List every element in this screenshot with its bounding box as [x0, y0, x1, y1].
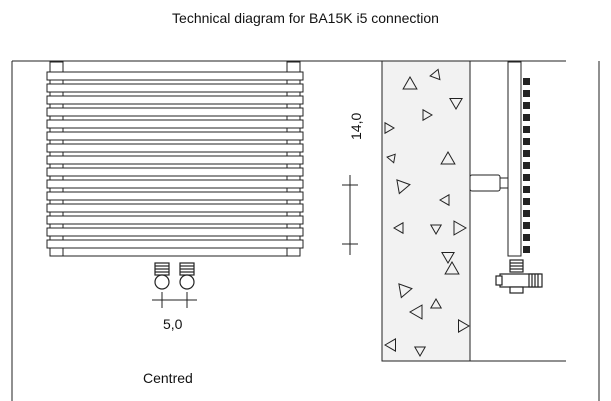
radiator-slat: [46, 155, 304, 165]
aggregate-mark: [444, 260, 460, 275]
radiator-slat: [46, 227, 304, 237]
aggregate-mark: [386, 153, 396, 164]
radiator-side-fin: [523, 126, 530, 133]
radiator-slat: [46, 83, 304, 93]
radiator-side-view: [507, 61, 530, 257]
radiator-side-fin: [523, 174, 530, 181]
radiator-slat: [46, 167, 304, 177]
radiator-slat: [46, 107, 304, 117]
radiator-side-fin: [523, 102, 530, 109]
radiator-side-fin: [523, 246, 530, 253]
radiator-side-fin: [523, 234, 530, 241]
aggregate-mark: [396, 179, 411, 195]
wall-connector-pipe: [469, 174, 509, 192]
aggregate-mark: [384, 338, 396, 352]
radiator-slat: [46, 215, 304, 225]
aggregate-mark: [413, 346, 427, 357]
side-valve-assembly-icon: [495, 259, 543, 294]
caption-centred: Centred: [143, 370, 193, 386]
aggregate-mark: [429, 298, 443, 309]
radiator-slat: [46, 95, 304, 105]
aggregate-mark: [458, 319, 470, 333]
aggregate-mark: [441, 252, 455, 264]
radiator-slat: [46, 119, 304, 129]
radiator-side-fin: [523, 210, 530, 217]
aggregate-mark: [422, 108, 433, 122]
aggregate-mark: [384, 121, 395, 135]
concrete-aggregate-marks: [384, 68, 470, 357]
aggregate-mark: [439, 193, 450, 207]
radiator-side-fin: [523, 150, 530, 157]
dimension-label-horizontal: 5,0: [163, 316, 183, 332]
radiator-slat: [46, 179, 304, 189]
aggregate-mark: [449, 98, 463, 110]
aggregate-mark: [453, 220, 468, 236]
aggregate-mark: [429, 224, 443, 235]
wall-section: [381, 60, 471, 362]
radiator-slat: [46, 143, 304, 153]
dimension-vertical: [342, 175, 358, 255]
aggregate-mark: [440, 150, 456, 165]
radiator-slat: [46, 131, 304, 141]
aggregate-mark: [393, 221, 404, 235]
radiator-side-fin: [523, 162, 530, 169]
aggregate-mark: [398, 283, 413, 299]
frame-lines: [11, 60, 600, 401]
radiator-side-fins: [523, 78, 530, 253]
radiator-slats: [46, 71, 304, 249]
aggregate-mark: [402, 75, 418, 90]
radiator-slat: [46, 71, 304, 81]
radiator-front-view: [46, 61, 304, 257]
radiator-side-fin: [523, 90, 530, 97]
radiator-slat: [46, 239, 304, 249]
radiator-side-fin: [523, 222, 530, 229]
radiator-side-fin: [523, 186, 530, 193]
diagram-title: Technical diagram for BA15K i5 connectio…: [172, 10, 439, 26]
dimension-label-vertical: 14,0: [348, 112, 364, 140]
valve-connector-icon: [154, 262, 195, 290]
radiator-slat: [46, 191, 304, 201]
radiator-side-fin: [523, 138, 530, 145]
aggregate-mark: [408, 304, 423, 320]
aggregate-mark: [429, 68, 441, 81]
radiator-slat: [46, 203, 304, 213]
radiator-side-fin: [523, 78, 530, 85]
radiator-side-fin: [523, 198, 530, 205]
radiator-side-fin: [523, 114, 530, 121]
dimension-horizontal: [152, 292, 197, 308]
